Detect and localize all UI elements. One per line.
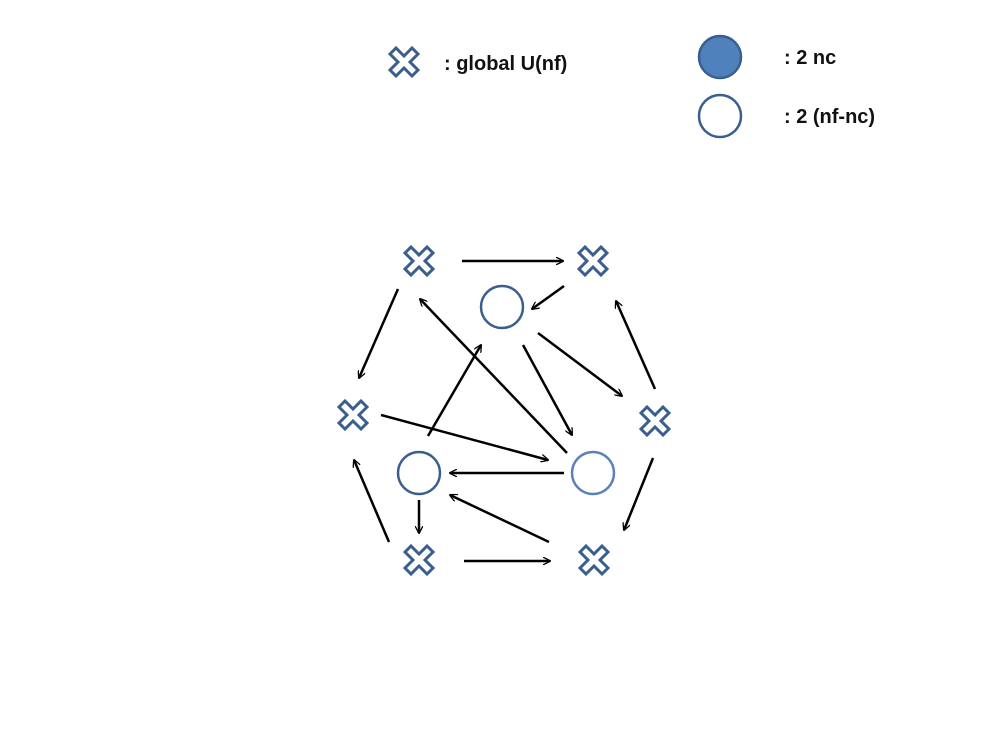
legend-open-circle-icon xyxy=(697,93,743,139)
edge xyxy=(420,299,568,454)
open-circle-node-icon xyxy=(396,450,442,496)
cross-node-icon xyxy=(639,405,671,437)
legend: : global U(nf) : 2 nc : 2 (nf-nc) xyxy=(388,34,875,139)
legend-open-label: : 2 (nf-nc) xyxy=(784,106,875,128)
edge xyxy=(521,344,574,435)
open-circle-node-icon xyxy=(479,284,525,330)
edge xyxy=(616,301,657,390)
legend-filled-circle-icon xyxy=(697,34,743,80)
cross-node-icon xyxy=(403,544,435,576)
edge xyxy=(359,288,400,378)
nodes xyxy=(337,245,671,576)
cross-node-icon xyxy=(578,544,610,576)
edge xyxy=(426,345,481,437)
legend-cross-label: : global U(nf) xyxy=(444,53,567,75)
cross-node-icon xyxy=(577,245,609,277)
edge xyxy=(624,457,655,530)
open-circle-node-icon xyxy=(570,450,616,496)
legend-cross-icon xyxy=(388,46,420,78)
edge xyxy=(380,413,548,460)
edges xyxy=(354,261,657,561)
legend-filled-label: : 2 nc xyxy=(784,47,836,69)
edge xyxy=(450,495,550,544)
cross-node-icon xyxy=(337,399,369,431)
cross-node-icon xyxy=(403,245,435,277)
edge xyxy=(532,284,565,309)
edge xyxy=(354,460,391,543)
edge xyxy=(537,332,622,396)
